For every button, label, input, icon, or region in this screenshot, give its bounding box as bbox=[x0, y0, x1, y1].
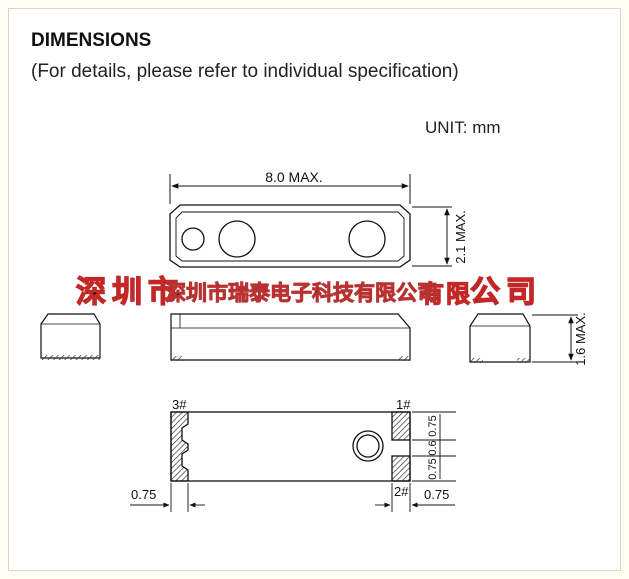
pin-1-label: 1# bbox=[396, 397, 411, 412]
pad-dimensions-vertical bbox=[412, 411, 456, 482]
pad-bottom-label: 0.75 bbox=[427, 458, 439, 479]
left-end-view bbox=[40, 313, 101, 360]
watermark: 深圳市 公司 有限 深圳市瑞泰电子科技有限公司 bbox=[75, 274, 542, 309]
pad-right-label: 0.75 bbox=[424, 487, 449, 502]
pin-2-label: 2# bbox=[394, 484, 409, 499]
front-view bbox=[170, 313, 411, 361]
page-title: DIMENSIONS bbox=[31, 30, 152, 51]
watermark-mid: 有限 bbox=[420, 281, 472, 308]
pad-gap-label: 0.6 bbox=[427, 440, 439, 455]
height-dimension bbox=[532, 314, 578, 363]
length-label: 8.0 MAX. bbox=[265, 169, 323, 185]
pad-top-label: 0.75 bbox=[427, 415, 439, 436]
width-label: 2.1 MAX. bbox=[453, 210, 468, 263]
diagram-frame bbox=[8, 8, 621, 571]
bottom-view bbox=[170, 411, 411, 482]
pin-3-label: 3# bbox=[172, 397, 187, 412]
watermark-large-end: 公司 bbox=[470, 276, 542, 309]
height-label: 1.6 MAX. bbox=[573, 312, 588, 365]
page-subtitle: (For details, please refer to individual… bbox=[31, 61, 459, 82]
pad-left-label: 0.75 bbox=[131, 487, 156, 502]
watermark-overlay: 深圳市瑞泰电子科技有限公司 bbox=[165, 281, 438, 305]
unit-label: UNIT: mm bbox=[425, 118, 501, 137]
width-dimension bbox=[412, 206, 452, 267]
pad-dimensions-horizontal bbox=[130, 483, 455, 512]
length-dimension bbox=[169, 174, 411, 204]
watermark-large: 深圳市 bbox=[76, 275, 184, 309]
top-view bbox=[169, 204, 411, 268]
right-end-view bbox=[469, 313, 531, 363]
